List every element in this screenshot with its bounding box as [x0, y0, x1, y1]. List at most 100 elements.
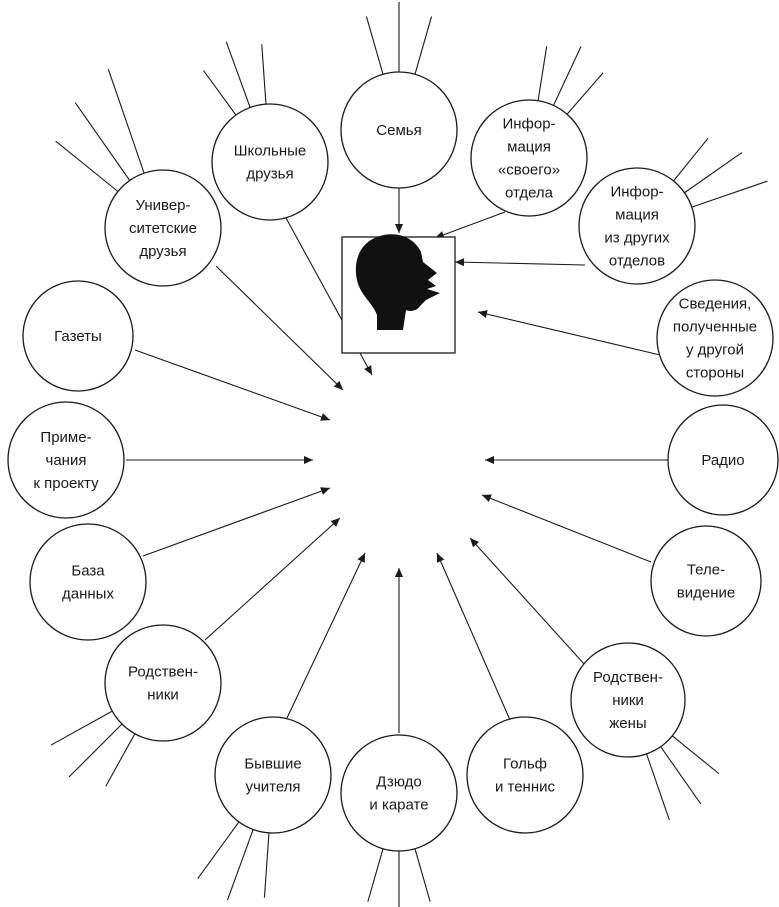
node-label: Газеты [54, 328, 102, 345]
node-label-line: Газеты [54, 328, 102, 345]
ray-line [565, 72, 604, 117]
node-label-line: Дзюдо [376, 774, 422, 791]
ray-line [203, 70, 238, 118]
node-circle [340, 71, 458, 189]
ray-line [225, 41, 252, 110]
arrow-television [481, 494, 652, 563]
node-label-line: к проекту [33, 475, 99, 492]
node-circle [470, 99, 588, 217]
source-node-judo-karate: Дзюдо и карате [340, 734, 458, 852]
ray-line [670, 734, 720, 775]
node-circle [466, 716, 584, 834]
node-label-line: Теле- [687, 562, 725, 579]
node-label: Инфор-мация из других отделов [604, 184, 670, 270]
node-label-line: друзья [246, 166, 293, 183]
node-label-line: Инфор- [610, 184, 663, 201]
source-node-relatives: Родствен-ники [104, 624, 222, 742]
center-box [341, 234, 456, 354]
source-node-own-department: Инфор-мация«своего»отдела [470, 99, 588, 217]
node-circle [22, 280, 134, 392]
ray-line [263, 830, 270, 898]
arrows-layer [126, 188, 670, 733]
node-label-line: База [71, 563, 105, 580]
node-label-line: мация [507, 139, 551, 156]
arrow-wife-relatives [469, 537, 586, 666]
node-label-line: чания [46, 452, 87, 469]
arrow-other-side [477, 310, 661, 356]
arrow-university-friends [215, 265, 344, 391]
arrow-other-departments [454, 258, 586, 267]
source-node-radio: Радио [667, 404, 779, 516]
node-circle [667, 404, 779, 516]
node-circle [340, 734, 458, 852]
ray-line [68, 722, 124, 778]
ray-line [105, 731, 137, 787]
ray-line [55, 140, 120, 194]
node-label-line: отдела [505, 185, 554, 202]
node-label-line: Школьные [234, 143, 306, 160]
node-label-line: учителя [245, 779, 300, 796]
node-circle [29, 523, 147, 641]
node-circle [578, 167, 696, 285]
source-node-university-friends: Универ-ситетские друзья [104, 169, 222, 287]
node-label: Универ-ситетские друзья [129, 197, 197, 260]
node-label-line: Родствен- [128, 664, 198, 681]
node-label-line: мация [615, 207, 659, 224]
node-label-line: из других [604, 230, 670, 247]
node-label-line: Семья [376, 122, 421, 139]
node-label-line: Приме- [40, 429, 91, 446]
arrow-relatives [204, 517, 341, 641]
arrow-database [142, 487, 331, 557]
ray-line [107, 68, 146, 176]
node-label-line: видение [677, 585, 735, 602]
speaking-head-icon [355, 234, 440, 330]
source-node-school-friends: Школьные друзья [211, 103, 329, 221]
node-label: Школьные друзья [234, 143, 306, 183]
ray-line [645, 751, 670, 821]
source-node-newspapers: Газеты [22, 280, 134, 392]
radiating-lines [50, 2, 768, 907]
source-node-television: Теле-видение [650, 525, 762, 637]
node-label-line: Радио [701, 452, 744, 469]
arrow-former-teachers [286, 552, 366, 719]
node-label-line: и карате [369, 797, 428, 814]
node-label-line: ситетские [129, 220, 197, 237]
node-circle [650, 525, 762, 637]
node-circle [570, 642, 686, 758]
source-node-family: Семья [340, 71, 458, 189]
ray-line [226, 827, 255, 901]
node-circle [104, 624, 222, 742]
node-label-line: «своего» [498, 162, 560, 179]
ray-line [689, 180, 768, 209]
ray-line [261, 44, 267, 107]
node-label-line: Сведения, [679, 296, 752, 313]
arrow-golf-tennis [436, 552, 511, 721]
node-label-line: ники [147, 687, 179, 704]
ray-line [682, 152, 743, 195]
node-label: Приме-чания к проекту [33, 429, 99, 492]
ray-line [537, 46, 548, 103]
node-label-line: Универ- [136, 197, 191, 214]
node-label: Родствен-ники [128, 664, 198, 704]
node-circle [211, 103, 329, 221]
node-label: Теле-видение [677, 562, 735, 602]
node-label-line: отделов [609, 253, 665, 270]
node-label: Дзюдо и карате [369, 774, 428, 814]
node-label-line: друзья [139, 243, 186, 260]
ray-line [74, 102, 132, 183]
node-label: Семья [376, 122, 421, 139]
source-node-other-departments: Инфор-мация из других отделов [578, 167, 696, 285]
node-label: Инфор-мация«своего»отдела [498, 116, 560, 202]
